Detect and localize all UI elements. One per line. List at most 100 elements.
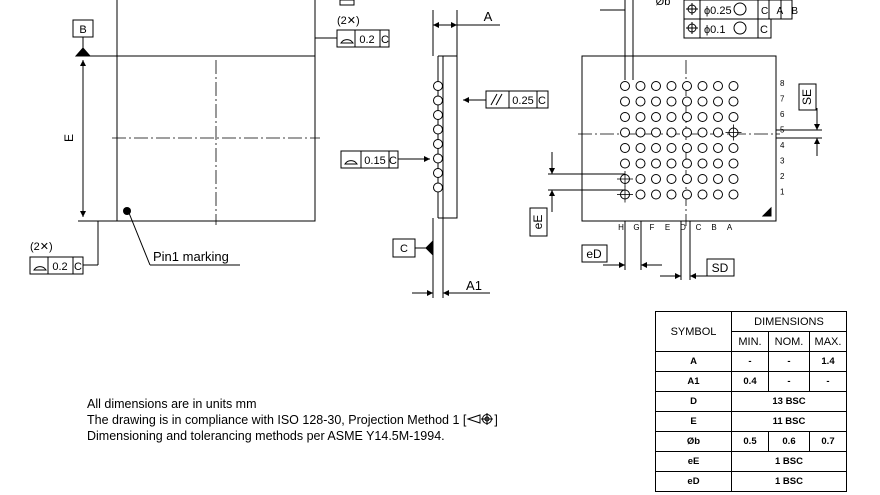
side-ball — [433, 110, 443, 120]
general-notes: All dimensions are in units mm The drawi… — [87, 396, 498, 444]
column-letter: B — [711, 223, 716, 232]
solder-ball — [635, 127, 646, 138]
solder-ball — [620, 96, 630, 107]
cell-max: - — [809, 371, 847, 392]
datum-c-label: C — [400, 243, 408, 255]
corner-marker — [761, 206, 772, 217]
cell-span-value: 13 BSC — [731, 391, 847, 412]
cell-nom: 0.6 — [768, 431, 810, 452]
solder-ball — [620, 112, 630, 122]
se-label: SE — [800, 89, 814, 105]
pin1-label: Pin1 marking — [153, 249, 229, 264]
cell-max: 1.4 — [809, 351, 847, 372]
solder-ball — [682, 174, 692, 184]
solder-ball — [713, 112, 723, 122]
column-letter: C — [696, 223, 702, 232]
solder-ball — [666, 189, 677, 200]
sd-label: SD — [712, 261, 729, 275]
flatness-symbol-bottom — [33, 266, 47, 271]
solder-ball — [682, 81, 692, 91]
solder-ball — [682, 158, 692, 169]
row-number: 7 — [780, 95, 785, 104]
row-number: 2 — [780, 172, 785, 181]
row-number: 1 — [780, 188, 785, 197]
datum-b-triangle — [74, 47, 92, 57]
solder-ball — [697, 174, 708, 184]
solder-ball — [635, 143, 646, 153]
column-letter: D — [680, 223, 686, 232]
header-nom: NOM. — [768, 331, 810, 352]
row-number: 3 — [780, 157, 785, 166]
position-tolerance-2: ϕ0.1 — [704, 24, 725, 36]
solder-ball — [697, 81, 708, 91]
ed-label: eD — [586, 247, 602, 261]
bottom-view — [529, 0, 822, 280]
solder-ball — [620, 158, 630, 169]
flatness-ref-bottom: C — [74, 261, 82, 273]
position-tolerance-2-ref: C — [760, 24, 768, 36]
phi-b-label: Øb — [656, 0, 671, 8]
cell-symbol: E — [655, 411, 732, 432]
solder-ball — [635, 96, 646, 107]
cell-min: 0.5 — [731, 431, 769, 452]
solder-ball — [728, 96, 739, 107]
solder-ball — [713, 96, 723, 107]
solder-ball — [666, 174, 677, 184]
side-ball — [433, 153, 443, 164]
header-min: MIN. — [731, 331, 769, 352]
side-ball — [433, 182, 443, 193]
ball-grid — [620, 81, 739, 200]
cell-span-value: 1 BSC — [731, 451, 847, 472]
cell-symbol: Øb — [655, 431, 732, 452]
solder-ball — [651, 96, 661, 107]
solder-ball — [620, 143, 630, 153]
solder-ball — [728, 112, 739, 122]
column-letter: A — [727, 223, 733, 232]
solder-ball — [651, 174, 661, 184]
cell-symbol: eE — [655, 451, 732, 472]
row-number: 8 — [780, 79, 785, 88]
solder-ball — [697, 112, 708, 122]
solder-ball — [651, 127, 661, 138]
cell-nom: - — [768, 351, 810, 372]
row-number: 4 — [780, 141, 785, 150]
solder-ball — [682, 112, 692, 122]
solder-ball — [682, 143, 692, 153]
bottom-view-body — [581, 55, 777, 222]
side-view-balls — [433, 81, 443, 193]
ball-flatness-ref: C — [389, 155, 397, 167]
dim-a1-label: A1 — [466, 278, 482, 293]
table-row: A--1.4 — [655, 351, 847, 372]
ball-flatness-value: 0.15 — [364, 155, 385, 167]
solder-ball — [697, 127, 708, 138]
cell-symbol: A1 — [655, 371, 732, 392]
note-projection: The drawing is in compliance with ISO 12… — [87, 413, 498, 427]
solder-ball — [666, 143, 677, 153]
solder-ball — [728, 81, 739, 91]
column-letter: H — [618, 223, 624, 232]
header-symbol: SYMBOL — [655, 311, 732, 352]
cell-symbol: A — [655, 351, 732, 372]
solder-ball — [713, 158, 723, 169]
solder-ball — [651, 158, 661, 169]
solder-ball — [620, 127, 630, 138]
solder-ball — [635, 158, 646, 169]
side-ball — [433, 95, 443, 106]
flatness-symbol-top — [340, 39, 354, 44]
solder-ball — [666, 158, 677, 169]
header-dimensions: DIMENSIONS — [731, 311, 847, 332]
cell-span-value: 11 BSC — [731, 411, 847, 432]
solder-ball — [666, 81, 677, 91]
parallelism-ref: C — [538, 95, 546, 107]
datum-c-triangle — [425, 239, 434, 257]
flatness-ref-top: C — [381, 34, 389, 46]
side-ball — [433, 168, 443, 178]
solder-ball — [635, 112, 646, 122]
solder-ball — [682, 189, 692, 200]
solder-ball — [697, 96, 708, 107]
dim-a-label: A — [484, 9, 493, 24]
solder-ball — [635, 174, 646, 184]
